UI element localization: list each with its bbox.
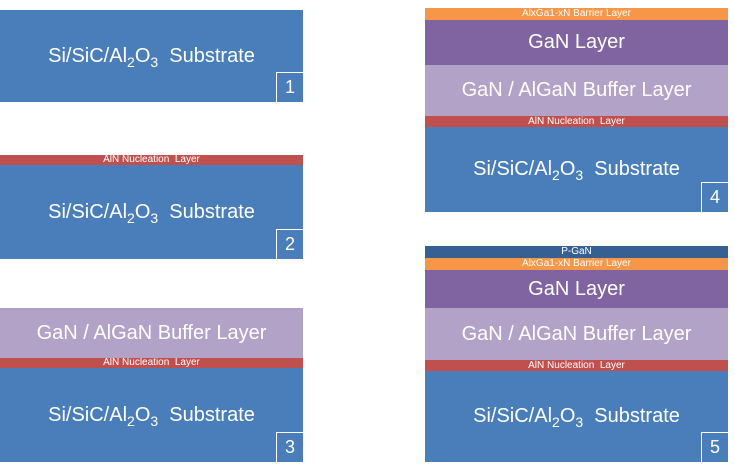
nucleation-layer: AlN Nucleation Layer	[425, 360, 728, 371]
barrier-layer: AlxGa1-xN Barrier Layer	[425, 258, 728, 270]
substrate-label: Si/SiC/Al2O3 Substrate	[48, 403, 255, 429]
substrate-layer: Si/SiC/Al2O3 Substrate	[0, 368, 303, 462]
step-number: 2	[276, 229, 303, 259]
gan-layer: GaN Layer	[425, 270, 728, 308]
stack-2: AlN Nucleation Layer Si/SiC/Al2O3 Substr…	[0, 155, 303, 259]
step-number: 3	[276, 432, 303, 462]
substrate-label: Si/SiC/Al2O3 Substrate	[48, 200, 255, 226]
nucleation-layer: AlN Nucleation Layer	[0, 155, 303, 165]
stack-1: Si/SiC/Al2O3 Substrate 1	[0, 10, 303, 102]
gan-layer: GaN Layer	[425, 20, 728, 65]
barrier-layer: AlxGa1-xN Barrier Layer	[425, 8, 728, 20]
step-number: 1	[276, 72, 303, 102]
substrate-label: Si/SiC/Al2O3 Substrate	[473, 405, 680, 430]
nucleation-layer: AlN Nucleation Layer	[0, 358, 303, 368]
stack-4: AlxGa1-xN Barrier Layer GaN Layer GaN / …	[425, 8, 728, 212]
buffer-layer: GaN / AlGaN Buffer Layer	[0, 308, 303, 358]
pgan-layer: P-GaN	[425, 246, 728, 258]
nucleation-layer: AlN Nucleation Layer	[425, 116, 728, 127]
step-number: 4	[701, 182, 728, 212]
substrate-layer: Si/SiC/Al2O3 Substrate	[425, 371, 728, 462]
substrate-label: Si/SiC/Al2O3 Substrate	[473, 158, 680, 183]
stack-3: GaN / AlGaN Buffer Layer AlN Nucleation …	[0, 308, 303, 462]
stack-5: P-GaN AlxGa1-xN Barrier Layer GaN Layer …	[425, 246, 728, 462]
step-number: 5	[701, 432, 728, 462]
substrate-layer: Si/SiC/Al2O3 Substrate	[425, 127, 728, 212]
substrate-label: Si/SiC/Al2O3 Substrate	[48, 44, 255, 70]
buffer-layer: GaN / AlGaN Buffer Layer	[425, 65, 728, 116]
substrate-layer: Si/SiC/Al2O3 Substrate	[0, 165, 303, 259]
substrate-layer: Si/SiC/Al2O3 Substrate	[0, 10, 303, 102]
buffer-layer: GaN / AlGaN Buffer Layer	[425, 308, 728, 360]
